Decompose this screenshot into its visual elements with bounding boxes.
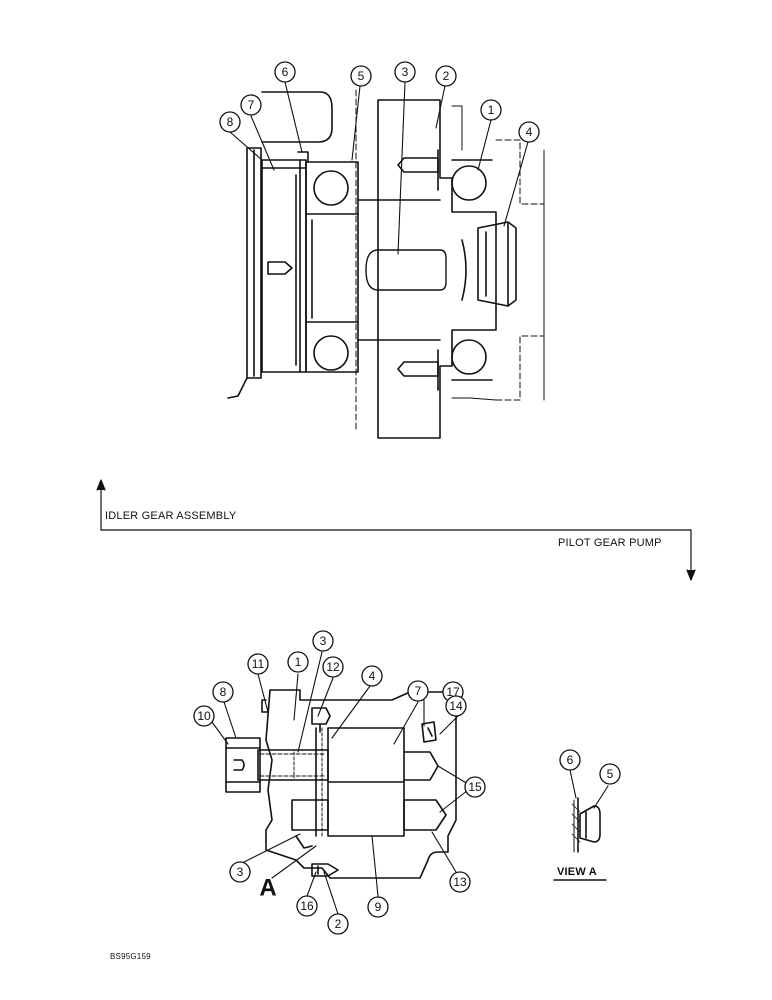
callout-13-pump: 13	[453, 875, 467, 889]
callout-1-idler: 1	[488, 103, 495, 117]
idler-gear-assembly-label: IDLER GEAR ASSEMBLY	[105, 510, 237, 522]
callout-10-pump: 10	[197, 709, 211, 723]
callout-9-pump: 9	[375, 900, 382, 914]
callout-3-pump-top: 3	[320, 634, 327, 648]
view-a-label: VIEW A	[557, 866, 597, 878]
callout-6-idler: 6	[282, 65, 289, 79]
callout-7-idler: 7	[248, 98, 255, 112]
callout-3-idler: 3	[402, 65, 409, 79]
callout-2-idler: 2	[443, 69, 450, 83]
callout-11-pump: 11	[252, 657, 265, 671]
pilot-gear-pump-label: PILOT GEAR PUMP	[558, 537, 662, 549]
section-divider	[96, 479, 696, 581]
callout-1-pump: 1	[295, 655, 302, 669]
pilot-pump-drawing	[225, 689, 457, 879]
callout-15-pump: 15	[468, 780, 482, 794]
callout-14-pump: 14	[449, 699, 463, 713]
callout-3-pump-bottom: 3	[237, 865, 244, 879]
callout-2-pump: 2	[335, 917, 342, 931]
callout-6-view: 6	[567, 753, 574, 767]
callout-8-pump: 8	[220, 685, 227, 699]
callout-16-pump: 16	[300, 899, 314, 913]
callout-5-idler: 5	[358, 69, 365, 83]
callout-17-pump: 17	[446, 685, 460, 699]
view-a-drawing	[553, 797, 607, 881]
callout-5-view: 5	[607, 767, 614, 781]
callout-4-idler: 4	[526, 125, 533, 139]
callout-circles	[193, 61, 621, 935]
callout-8-idler: 8	[227, 115, 234, 129]
idler-gear-drawing	[227, 89, 545, 439]
callout-7-pump: 7	[415, 684, 422, 698]
callout-4-pump: 4	[369, 669, 376, 683]
leader-lines	[211, 81, 609, 915]
view-a-marker: A	[259, 875, 276, 902]
callout-12-pump: 12	[326, 660, 340, 674]
figure-code: BS95G159	[110, 952, 151, 961]
